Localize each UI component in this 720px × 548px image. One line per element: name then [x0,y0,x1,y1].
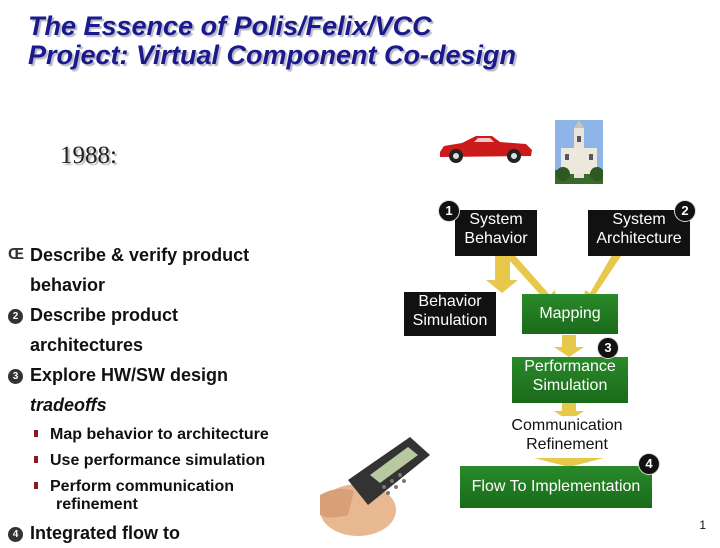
red-car-icon [438,130,534,164]
step-4-marker: 4 [638,453,660,475]
bullet-text: Describe & verify product [30,245,249,265]
behavior-simulation-box: Behavior Simulation [404,292,496,336]
building-icon [555,120,603,184]
title-line-1: The Essence of Polis/Felix/VCC [28,12,516,41]
bullet-text-cont: behavior [30,275,105,295]
system-architecture-box: System Architecture [588,210,690,256]
sub-bullet-comm: Perform communication refinement [34,478,234,514]
flow-to-implementation-box: Flow To Implementation [460,466,652,508]
bullet-text-cont: architectures [30,335,143,355]
bullet-describe-behavior: Œ Describe & verify product behavior [8,240,249,300]
sub-bullet-map: Map behavior to architecture [34,426,269,444]
bullet-text: Integrated flow to [30,523,180,543]
performance-simulation-box: Performance Simulation [512,357,628,403]
bullet-describe-architectures: 2 Describe product architectures [8,300,178,360]
sub-bullet-text: Use performance simulation [50,452,265,469]
bullet-marker: Œ [8,247,23,262]
slide-title: The Essence of Polis/Felix/VCC Project: … [28,12,516,70]
mapping-box: Mapping [522,294,618,334]
bullet-text: Describe product [30,305,178,325]
bullet-text-cont: tradeoffs [30,395,107,415]
bullet-text: Explore HW/SW design [30,365,228,385]
bullet-explore-tradeoffs: 3 Explore HW/SW design tradeoffs [8,360,228,420]
step-3-marker: 3 [597,337,619,359]
step-2-marker: 2 [674,200,696,222]
sub-bullet-text: Perform communication [50,478,234,495]
sub-bullet-text: Map behavior to architecture [50,426,269,443]
system-behavior-box: System Behavior [455,210,537,256]
sub-bullet-text-cont: refinement [56,496,138,513]
sub-bullet-perf: Use performance simulation [34,452,265,470]
title-line-2: Project: Virtual Component Co-design [28,41,516,70]
arrow-mapping-to-perf [554,335,584,357]
year-label: 1988: [60,142,117,170]
bullet-marker: 2 [8,309,23,324]
bullet-marker: 3 [8,369,23,384]
communication-refinement-label: Communication Refinement [492,416,642,458]
page-number: 1 [699,518,706,532]
step-1-marker: 1 [438,200,460,222]
